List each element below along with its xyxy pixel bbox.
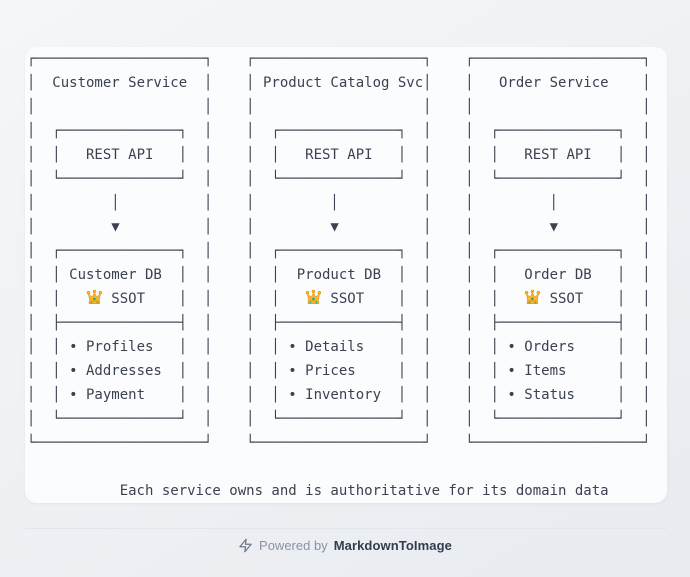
divider <box>25 528 667 529</box>
zap-icon <box>239 538 252 553</box>
diagram-row-blank <box>27 455 667 479</box>
crown-icon <box>86 289 103 305</box>
ssot-segment: SSOT │ │ │ │ <box>322 291 525 307</box>
diagram-row-items-3: │ │ • Payment │ │ │ │ • Inventory │ │ │ … <box>27 387 651 403</box>
diagram-row-items-2: │ │ • Addresses │ │ │ │ • Prices │ │ │ │… <box>27 363 651 379</box>
diagram-row-arrow-shaft: │ │ │ │ │ │ │ │ │ <box>27 195 651 211</box>
diagram-row-db-names: │ │ Customer DB │ │ │ │ Product DB │ │ │… <box>27 267 651 283</box>
brand-name[interactable]: MarkdownToImage <box>333 538 452 553</box>
diagram-card: ┌────────────────────┐ ┌────────────────… <box>25 47 667 503</box>
footer: Powered by MarkdownToImage <box>0 538 690 553</box>
diagram-row-db-divider: │ ├──────────────┤ │ │ ├──────────────┤ … <box>27 315 651 331</box>
ssot-segment: │ │ <box>27 291 87 307</box>
diagram-row-box-top: ┌────────────────────┐ ┌────────────────… <box>27 51 651 67</box>
crown-icon <box>305 289 322 305</box>
diagram-row-service-titles: │ Customer Service │ │ Product Catalog S… <box>27 75 651 91</box>
diagram-row-arrow-head: │ ▼ │ │ ▼ │ │ ▼ │ <box>27 219 651 235</box>
diagram-caption: Each service owns and is authoritative f… <box>119 483 609 499</box>
diagram-row-rest-api: │ │ REST API │ │ │ │ REST API │ │ │ │ RE… <box>27 147 651 163</box>
diagram-row-db-box-top: │ ┌──────────────┐ │ │ ┌──────────────┐ … <box>27 243 651 259</box>
diagram-row-db-box-bottom: │ └──────────────┘ │ │ └──────────────┘ … <box>27 411 651 427</box>
powered-by-text: Powered by <box>259 538 328 553</box>
ssot-segment: SSOT │ │ │ │ <box>102 291 306 307</box>
ssot-segment: SSOT │ │ <box>541 291 651 307</box>
diagram-row-items-1: │ │ • Profiles │ │ │ │ • Details │ │ │ │… <box>27 339 651 355</box>
diagram-row-ssot: │ │ SSOT │ │ │ │ SSOT │ │ │ │ SSOT │ │ <box>27 287 667 311</box>
diagram-row-empty: │ │ │ │ │ │ <box>27 99 651 115</box>
diagram-row-api-box-top: │ ┌──────────────┐ │ │ ┌──────────────┐ … <box>27 123 651 139</box>
diagram-row-box-bottom: └────────────────────┘ └────────────────… <box>27 435 651 451</box>
crown-icon <box>525 289 541 305</box>
diagram-row-api-box-bottom: │ └──────────────┘ │ │ └──────────────┘ … <box>27 171 651 187</box>
ascii-diagram: ┌────────────────────┐ ┌────────────────… <box>25 47 667 503</box>
